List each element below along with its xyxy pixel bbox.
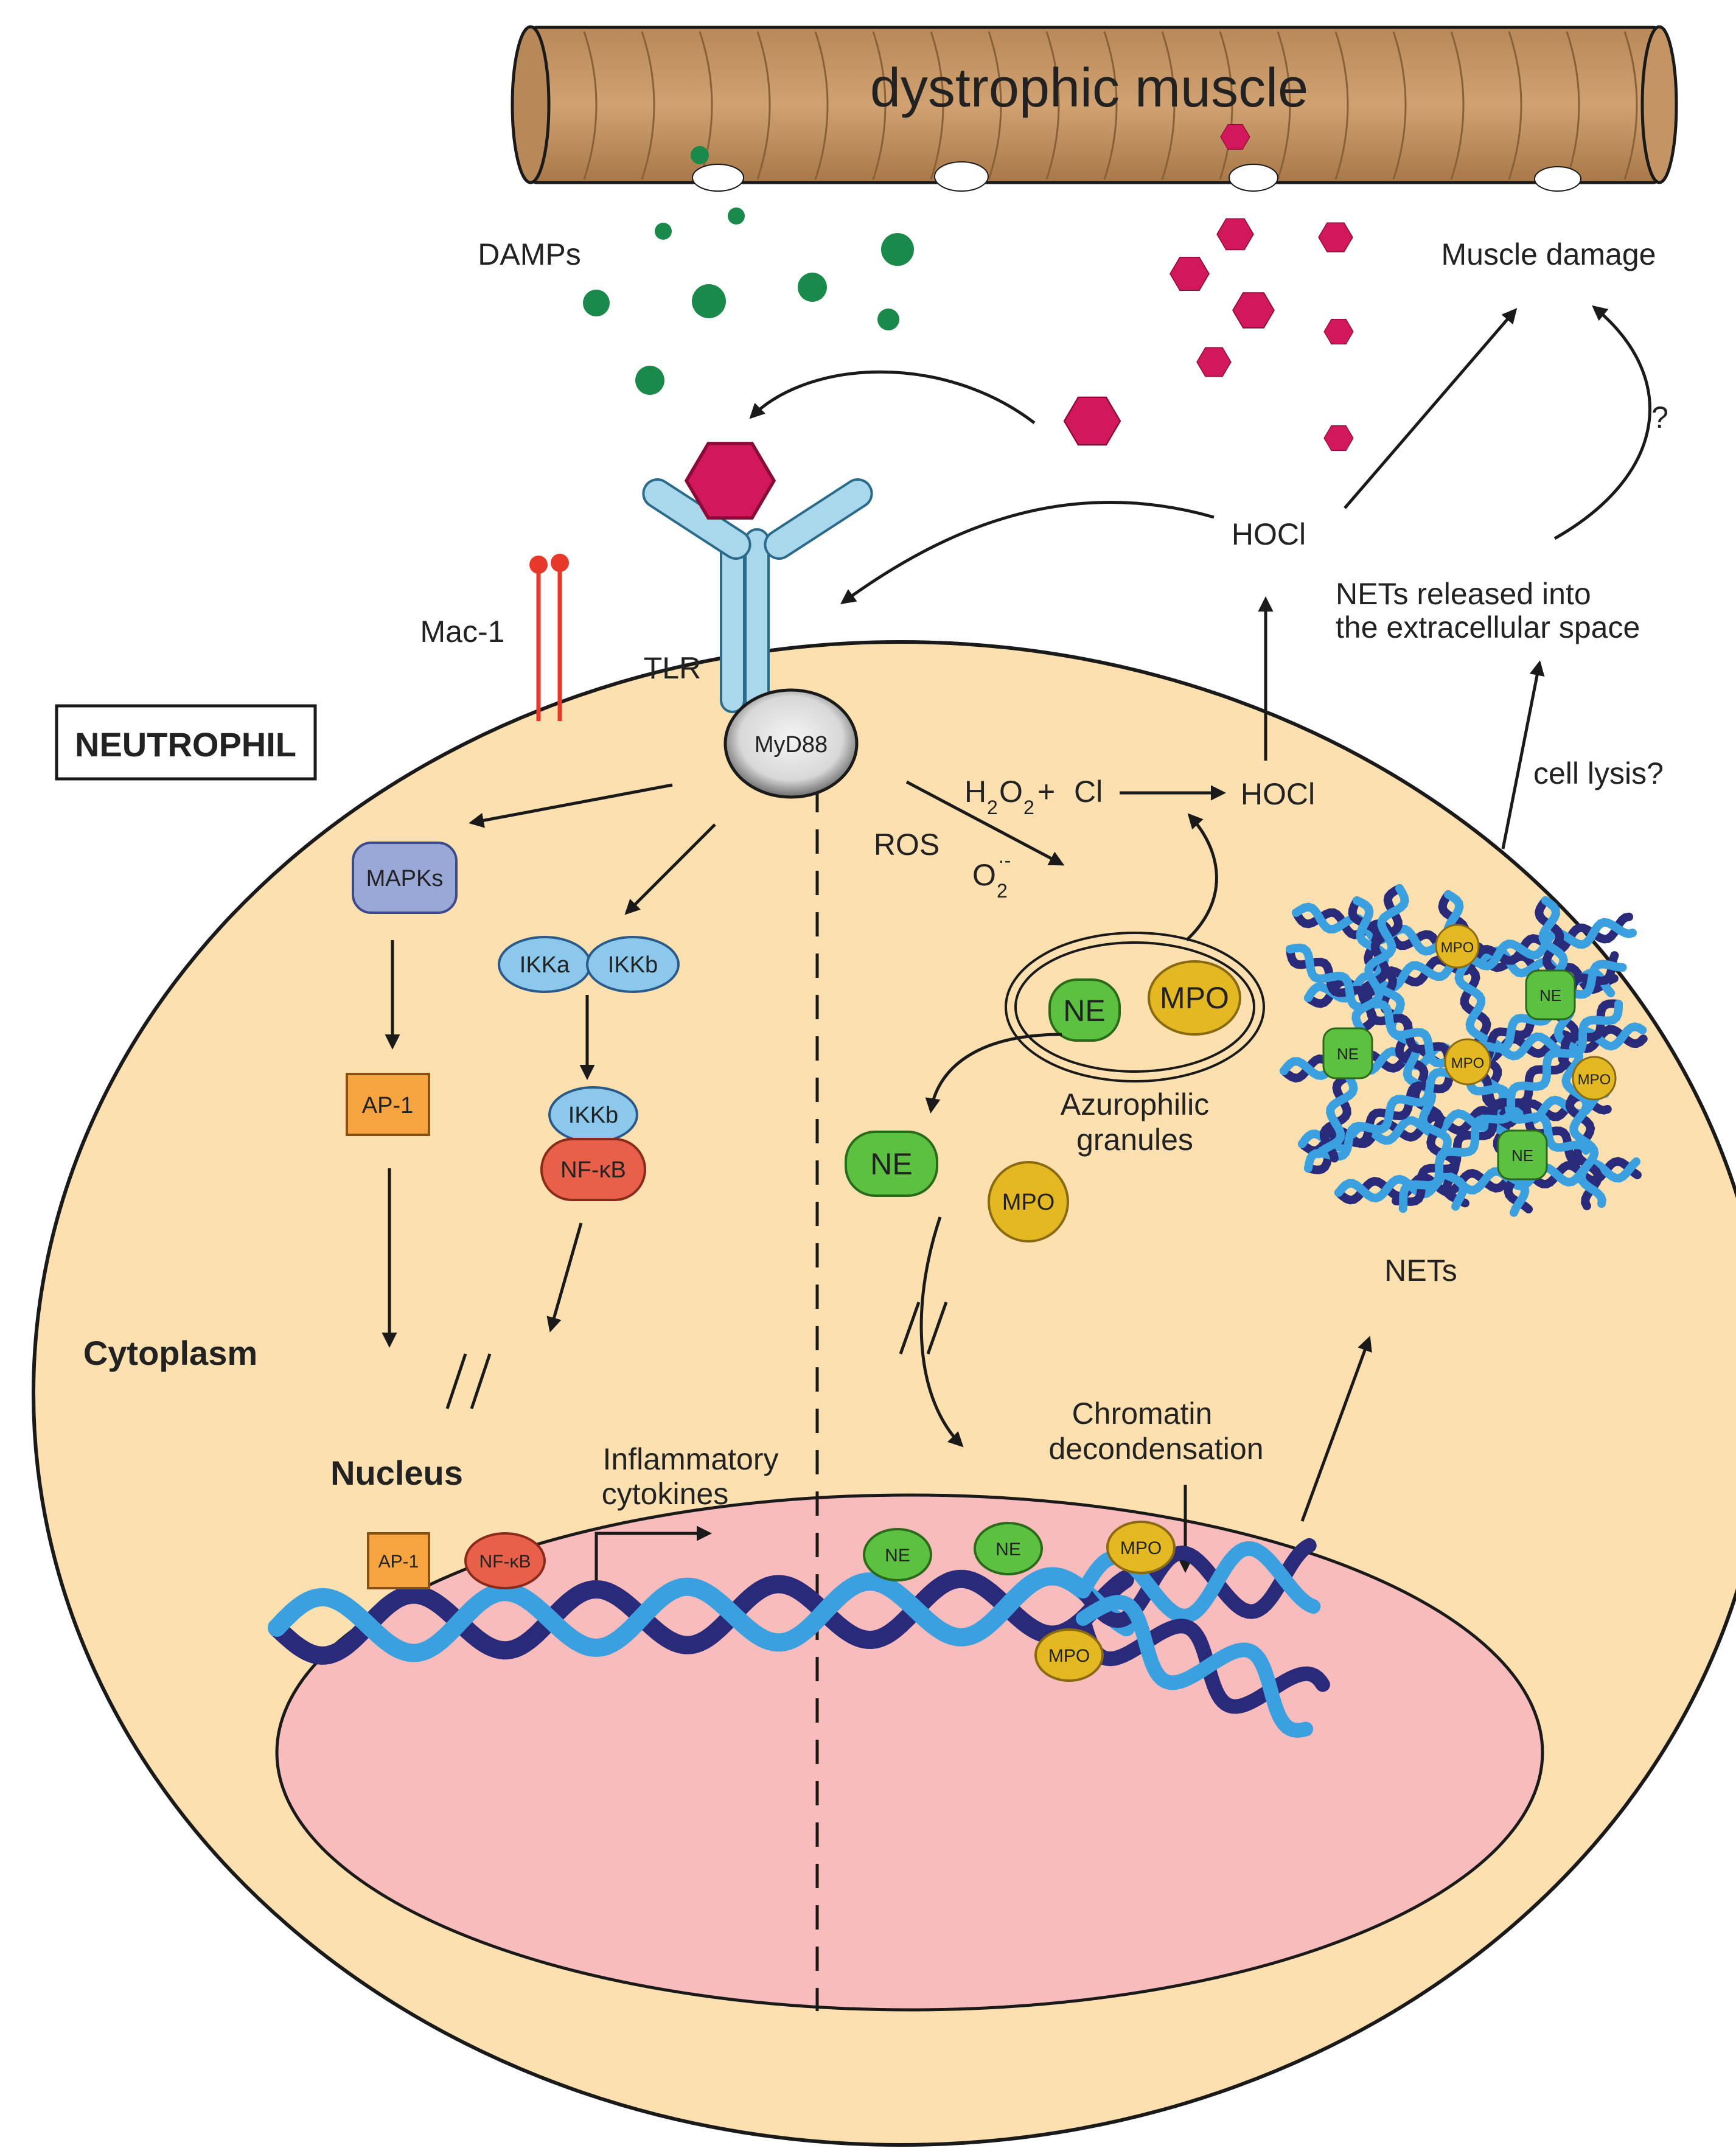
chromatin-line2: decondensation (1048, 1432, 1263, 1466)
h2o2-formula: H 2 O 2 + Cl (964, 775, 1103, 818)
dna-helix-icon (268, 1567, 1136, 1665)
nets-label: NETs (1384, 1253, 1457, 1288)
mapks-node: MAPKs (352, 842, 458, 914)
net-ne-1: NE (1525, 969, 1576, 1020)
granule-ne-label: NE (1063, 994, 1105, 1028)
azurophilic-granule: NE MPO (1005, 932, 1265, 1082)
mac1-receptor (529, 554, 569, 721)
svg-text:MPO: MPO (1048, 1646, 1090, 1666)
superoxide-formula: O 2 ·- (972, 849, 1011, 902)
svg-text:2: 2 (997, 880, 1008, 902)
svg-text:H: H (964, 775, 986, 809)
svg-text:MPO: MPO (1002, 1190, 1055, 1215)
svg-text:MPO: MPO (1441, 940, 1474, 956)
svg-text:MPO: MPO (1451, 1055, 1485, 1072)
ikkb-label: IKKb (608, 952, 658, 978)
svg-text:AP-1: AP-1 (378, 1552, 419, 1572)
nuclear-mpo-1: MPO (1106, 1521, 1176, 1574)
ikkb2-label: IKKb (568, 1103, 618, 1128)
net-mpo-3: MPO (1572, 1056, 1617, 1101)
svg-text:NE: NE (1539, 986, 1561, 1005)
ikka-label: IKKa (520, 952, 570, 978)
muscle-damage-label: Muscle damage (1441, 237, 1656, 271)
tlr-label: TLR (644, 651, 701, 685)
svg-text:NE: NE (870, 1147, 912, 1181)
net-mpo-1: MPO (1435, 924, 1480, 969)
damps-label: DAMPs (478, 237, 580, 271)
ap1-node: AP-1 (346, 1073, 430, 1136)
question-mark: ? (1651, 400, 1668, 434)
dna-decondensed-lower (1076, 1595, 1330, 1738)
muscle-striations (583, 31, 1638, 180)
svg-text:NF-κB: NF-κB (479, 1552, 531, 1572)
nfkb-label: NF-κB (560, 1157, 626, 1183)
azurophilic-line2: granules (1076, 1123, 1193, 1157)
svg-text:MPO: MPO (1578, 1072, 1611, 1088)
neutrophil-label-box: NEUTROPHIL (55, 704, 317, 781)
granule-mpo-label: MPO (1160, 981, 1229, 1015)
svg-text:·-: ·- (998, 849, 1011, 871)
hocl-outer-label: HOCl (1232, 517, 1306, 551)
ap1-label: AP-1 (362, 1093, 413, 1118)
svg-text:2: 2 (987, 797, 998, 818)
nets-released-line1: NETs released into (1336, 577, 1591, 611)
chromatin-line1: Chromatin (1072, 1396, 1213, 1431)
svg-text:NE: NE (885, 1546, 910, 1566)
cytoplasm-label: Cytoplasm (83, 1334, 257, 1372)
cl-label: Cl (1074, 775, 1103, 809)
svg-text:O: O (972, 858, 996, 892)
net-ne-2: NE (1322, 1027, 1373, 1079)
inflammatory-line1: Inflammatory (603, 1442, 779, 1476)
net-mpo-2: MPO (1444, 1038, 1491, 1086)
cytoplasm-mpo: MPO (988, 1161, 1069, 1243)
neutrophil-label: NEUTROPHIL (75, 725, 296, 764)
hocl-inner-label: HOCl (1241, 777, 1315, 811)
azurophilic-line1: Azurophilic (1061, 1087, 1210, 1121)
nucleus (275, 1493, 1544, 2012)
svg-text:NE: NE (1337, 1045, 1359, 1063)
svg-text:O: O (999, 775, 1023, 809)
mac1-label: Mac-1 (420, 615, 505, 649)
cell-lysis-label: cell lysis? (1533, 756, 1664, 790)
nuclear-ap1: AP-1 (367, 1532, 430, 1589)
tlr-receptor (642, 478, 873, 713)
nets-released-line2: the extracellular space (1336, 610, 1640, 644)
svg-text:+: + (1037, 775, 1055, 809)
signaling-arrows-left (382, 783, 716, 1348)
svg-text:NE: NE (1511, 1146, 1533, 1165)
svg-text:NE: NE (995, 1539, 1021, 1560)
nfkb-complex: IKKb NF-κB (540, 1086, 646, 1201)
svg-text:MPO: MPO (1120, 1538, 1162, 1558)
mapks-label: MAPKs (366, 866, 444, 891)
nuclear-ne-1: NE (863, 1528, 932, 1581)
nuclear-nfkb: NF-κB (464, 1532, 546, 1589)
svg-text:2: 2 (1023, 797, 1034, 818)
nucleus-label: Nucleus (330, 1454, 463, 1492)
net-ne-3: NE (1497, 1129, 1548, 1180)
nuclear-mpo-2: MPO (1034, 1628, 1104, 1682)
inflammatory-line2: cytokines (602, 1477, 728, 1511)
muscle-title: dystrophic muscle (870, 58, 1308, 119)
nuclear-pores (445, 1302, 948, 1409)
ros-label: ROS (874, 828, 939, 862)
dystrophic-muscle: dystrophic muscle (511, 25, 1678, 192)
membrane-lesions (692, 161, 1581, 192)
myd88: MyD88 (723, 688, 859, 799)
damps-green (583, 146, 914, 395)
ikk-complex: IKKa IKKb (498, 936, 680, 993)
nets-proteins: MPO NE NE MPO MPO NE (1322, 924, 1617, 1180)
myd88-label: MyD88 (755, 732, 828, 758)
cytoplasm-ne: NE (845, 1131, 938, 1197)
nuclear-ne-2: NE (974, 1522, 1043, 1575)
